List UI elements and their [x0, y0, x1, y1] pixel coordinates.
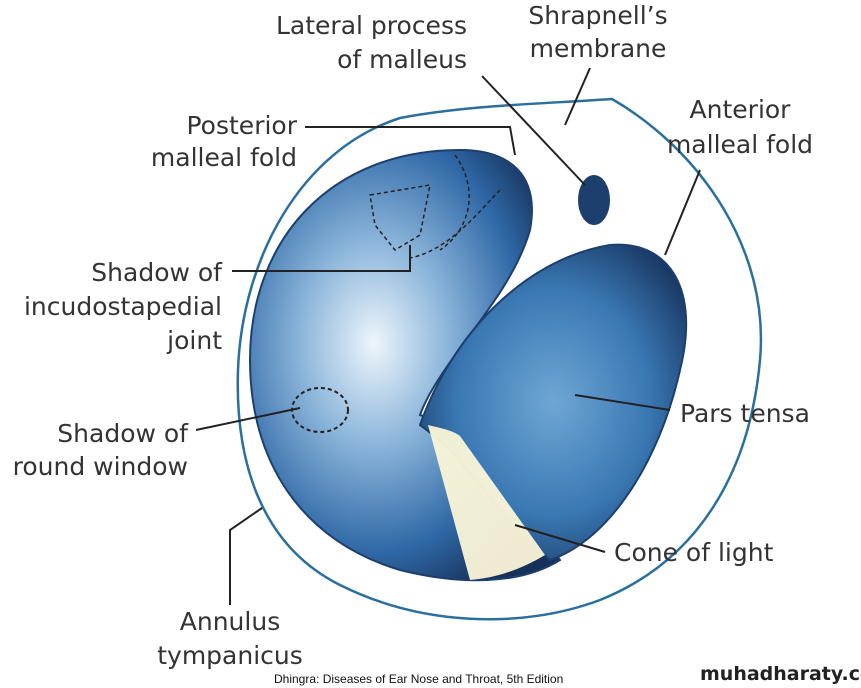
- label-incudostapedial-1: Shadow of: [91, 258, 223, 287]
- label-lateral-process-2: of malleus: [337, 45, 467, 74]
- label-annulus-1: Annulus: [180, 607, 280, 636]
- watermark: muhadharaty.com: [700, 663, 861, 685]
- label-posterior-fold-2: malleal fold: [151, 143, 297, 172]
- label-anterior-fold-1: Anterior: [690, 95, 792, 124]
- label-shrapnell-2: membrane: [530, 34, 667, 63]
- label-incudostapedial-2: incudostapedial: [24, 292, 222, 321]
- label-pars-tensa: Pars tensa: [680, 399, 810, 428]
- label-annulus-2: tympanicus: [157, 641, 303, 670]
- label-cone-of-light: Cone of light: [614, 538, 774, 567]
- label-incudostapedial-3: joint: [166, 326, 222, 355]
- label-round-window-1: Shadow of: [57, 419, 189, 448]
- label-anterior-fold-2: malleal fold: [667, 130, 813, 159]
- label-posterior-fold-1: Posterior: [187, 111, 298, 140]
- lateral-process-knob: [578, 175, 610, 225]
- label-shrapnell-1: Shrapnell’s: [528, 1, 667, 30]
- label-round-window-2: round window: [13, 452, 188, 481]
- incudostapedial-shadow: [369, 154, 501, 259]
- leader-lines: [195, 67, 701, 605]
- source-caption: Dhingra: Diseases of Ear Nose and Throat…: [274, 672, 563, 686]
- cone-of-light: [428, 425, 545, 580]
- label-lateral-process-1: Lateral process: [276, 11, 467, 40]
